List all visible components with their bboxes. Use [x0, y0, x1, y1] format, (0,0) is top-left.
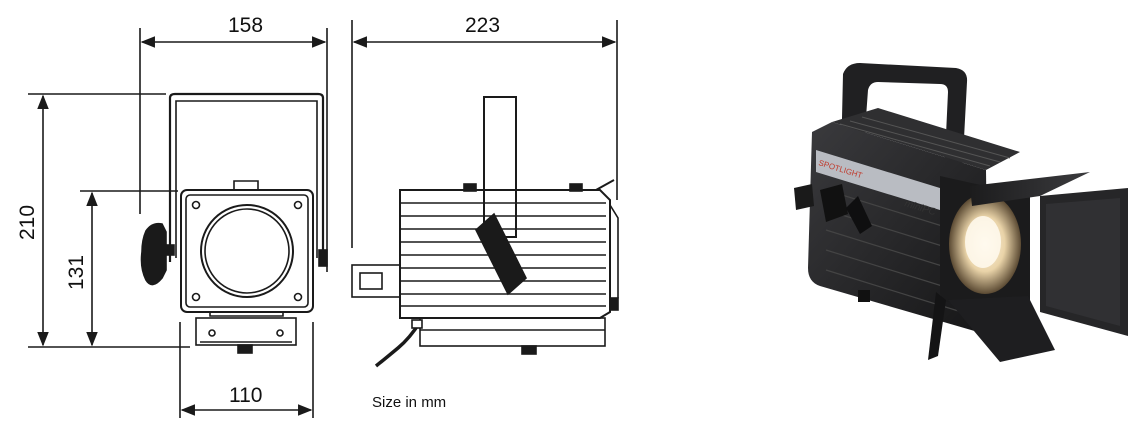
dim-side-length-label: 223	[465, 14, 500, 37]
dim-axis-height-label: 131	[65, 255, 88, 290]
front-view	[28, 28, 328, 418]
product-photo: SPOTLIGHT miniPC	[794, 63, 1128, 362]
side-view	[351, 20, 619, 368]
dim-front-width-label: 158	[228, 14, 263, 37]
units-note: Size in mm	[372, 394, 447, 411]
dim-base-width-label: 110	[229, 384, 262, 407]
dim-total-height-label: 210	[16, 205, 39, 240]
